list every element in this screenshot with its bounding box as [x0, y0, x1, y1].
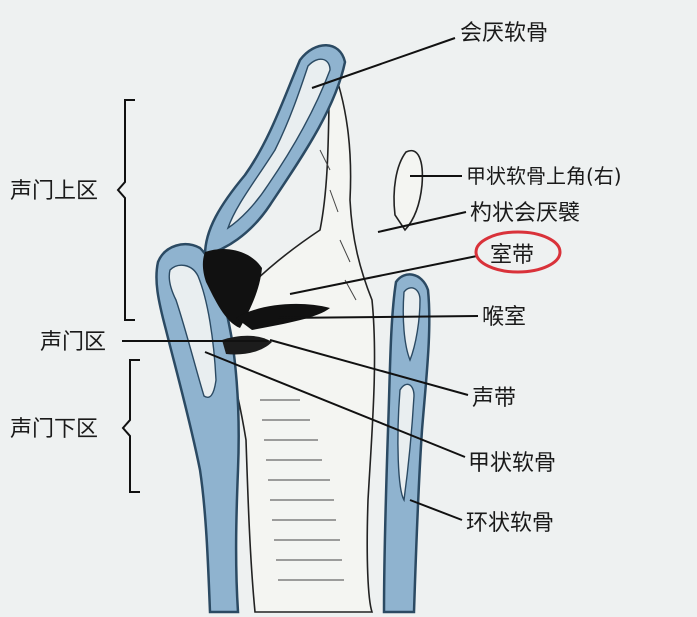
label-ventricle: 喉室 [482, 305, 526, 330]
leader-cricoid [409, 499, 463, 521]
leader-ventricular [289, 255, 478, 295]
label-ventricular-fold: 室带 [490, 243, 534, 268]
supraglottic-bracket [116, 99, 135, 321]
thyroid-inner [168, 264, 217, 398]
label-glottic: 声门区 [40, 330, 106, 355]
leader-vocal [269, 339, 469, 396]
subglottic-bracket [121, 359, 140, 493]
leader-thyroid [204, 351, 466, 458]
cricoid-inner [402, 287, 421, 362]
label-epiglottic-cartilage: 会厌软骨 [460, 21, 548, 46]
highlight-circle [474, 230, 562, 274]
label-cricoid-cartilage: 环状软骨 [466, 511, 554, 536]
leader-ventricle [277, 315, 479, 319]
label-superior-horn: 甲状软骨上角(右) [466, 164, 622, 188]
label-subglottic: 声门下区 [10, 417, 98, 442]
label-supraglottic: 声门上区 [10, 179, 98, 204]
leader-epiglottis [311, 37, 456, 89]
leader-aryepiglottic [377, 211, 467, 233]
epiglottis-inner [226, 58, 331, 230]
vestibule-shadow [202, 248, 262, 328]
cricoid-inner-2 [397, 383, 415, 503]
superior-horn-shape [393, 149, 424, 232]
posterior-wall [219, 59, 376, 613]
label-vocal-fold: 声带 [472, 386, 516, 411]
label-aryepiglottic-fold: 杓状会厌襞 [470, 201, 580, 226]
tissue-hatching [260, 149, 357, 581]
label-thyroid-cartilage: 甲状软骨 [468, 451, 556, 476]
